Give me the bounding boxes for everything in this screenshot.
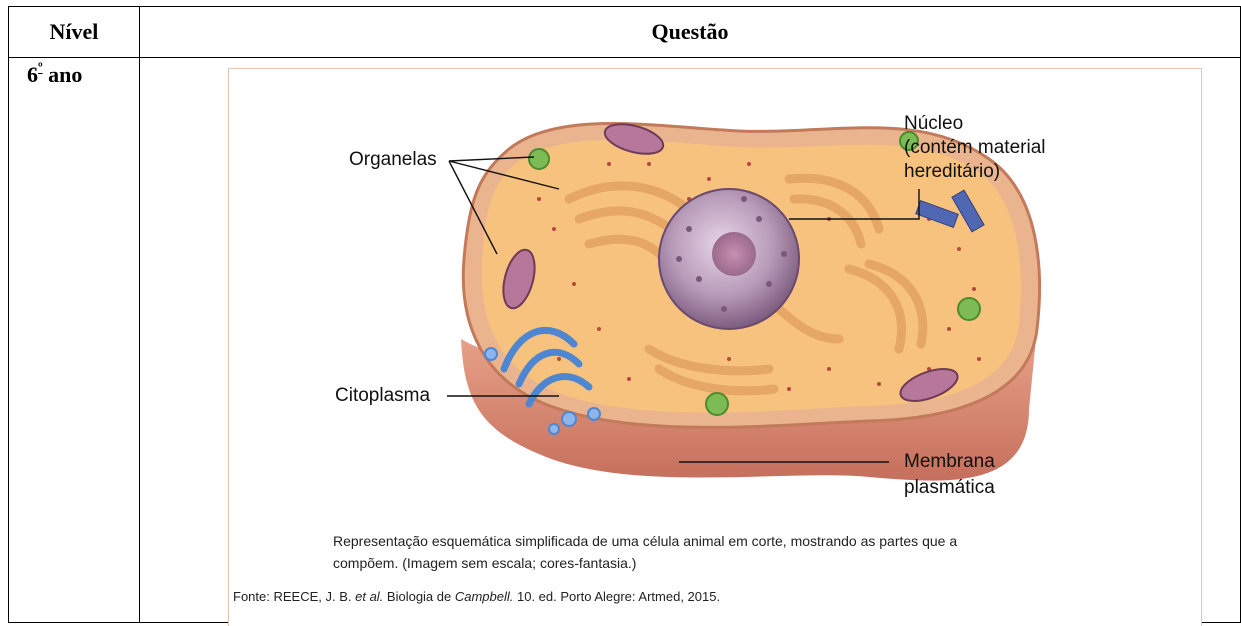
level-word: ano bbox=[43, 62, 83, 87]
nucleus-label-line3: hereditário) bbox=[904, 160, 1000, 184]
organelles-label: Organelas bbox=[349, 148, 437, 172]
cell-figure: Organelas Núcleo (contém material heredi… bbox=[228, 68, 1202, 626]
source-suffix: 10. ed. Porto Alegre: Artmed, 2015. bbox=[513, 589, 720, 604]
header-question: Questão bbox=[140, 7, 1241, 58]
header-level: Nível bbox=[9, 7, 140, 58]
membrane-label-line1: Membrana bbox=[904, 450, 995, 474]
membrane-label-line2: plasmática bbox=[904, 476, 995, 500]
question-cell: Organelas Núcleo (contém material heredi… bbox=[140, 58, 1241, 623]
table-row: 6º ano bbox=[9, 58, 1241, 623]
level-number: 6 bbox=[27, 62, 38, 87]
level-ordinal: º bbox=[38, 61, 43, 76]
source-etal: et al. bbox=[355, 589, 383, 604]
question-table: Nível Questão 6º ano bbox=[8, 6, 1241, 623]
caption-line1: Representação esquemática simplificada d… bbox=[333, 530, 957, 552]
nucleolus bbox=[712, 232, 756, 276]
caption-line2: compõem. (Imagem sem escala; cores-fanta… bbox=[333, 552, 636, 574]
source-prefix: Fonte: REECE, J. B. bbox=[233, 589, 355, 604]
nucleus-label-line1: Núcleo bbox=[904, 112, 963, 136]
source-middle: Biologia de bbox=[383, 589, 455, 604]
source-title: Campbell. bbox=[455, 589, 514, 604]
level-cell: 6º ano bbox=[9, 58, 140, 623]
nucleus-label-line2: (contém material bbox=[904, 136, 1046, 160]
source-line: Fonte: REECE, J. B. et al. Biologia de C… bbox=[233, 586, 720, 608]
table-header-row: Nível Questão bbox=[9, 7, 1241, 58]
cytoplasm-label: Citoplasma bbox=[335, 384, 430, 408]
